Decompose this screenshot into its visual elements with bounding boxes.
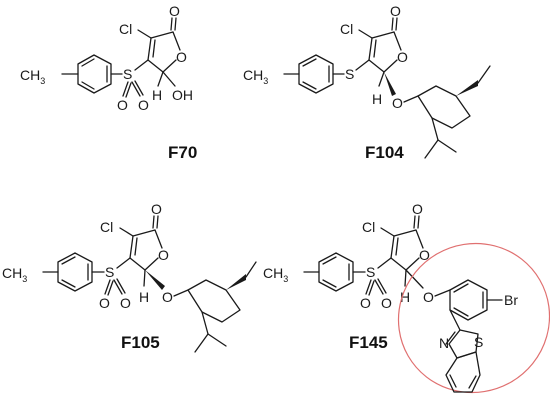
- carbonyl-oxygen: O: [151, 201, 162, 217]
- stereo-wedge: [145, 270, 165, 290]
- tolyl-ring: [57, 252, 93, 292]
- compound-label-f70: F70: [168, 143, 197, 162]
- compound-f105: CH3 S O O O O Cl H O F105: [2, 201, 257, 353]
- stereo-wedge: [384, 72, 396, 96]
- compound-label-f145: F145: [349, 333, 388, 352]
- sulfonyl-oxygen-2: O: [120, 295, 131, 311]
- hydrogen-label: H: [372, 91, 382, 107]
- sulfur-label: S: [366, 264, 375, 280]
- sulfonyl-oxygen-1: O: [360, 295, 371, 311]
- compound-f104: CH3 S O O Cl H O F104: [243, 3, 491, 162]
- ring-oxygen: O: [158, 247, 169, 263]
- carbonyl-oxygen: O: [169, 3, 180, 19]
- bromophenyl-ring: [449, 279, 488, 321]
- chlorine-label: Cl: [100, 219, 113, 235]
- sulfur-label: S: [105, 264, 114, 280]
- sulfur-label: S: [345, 66, 354, 82]
- hydrogen-label: H: [152, 87, 162, 103]
- chlorine-label: Cl: [340, 21, 353, 37]
- methyl-wedge: [226, 274, 246, 290]
- tolyl-ring: [318, 252, 354, 292]
- chlorine-label: Cl: [362, 219, 375, 235]
- chlorine-label: Cl: [119, 21, 132, 37]
- benzo-ring: [445, 351, 481, 393]
- hydrogen-label: H: [139, 289, 149, 305]
- ether-oxygen: O: [162, 289, 173, 305]
- carbonyl-oxygen: O: [412, 201, 423, 217]
- compound-label-f105: F105: [121, 333, 160, 352]
- hydroxyl-label: OH: [172, 87, 193, 103]
- methyl-label: CH3: [243, 67, 268, 86]
- sulfonyl-oxygen-1: O: [99, 295, 110, 311]
- tolyl-ring: [298, 54, 334, 94]
- methyl-wedge: [456, 80, 478, 96]
- ring-oxygen: O: [397, 49, 408, 65]
- tolyl-ring: [77, 54, 112, 94]
- hydrogen-label: H: [400, 289, 410, 305]
- ether-oxygen: O: [423, 289, 434, 305]
- sulfur-label: S: [123, 66, 132, 82]
- methyl-label: CH3: [20, 67, 45, 86]
- methyl-label: CH3: [263, 265, 288, 284]
- compound-f145: CH3 S O O O O Cl H O Br: [263, 201, 550, 394]
- sulfonyl-oxygen-2: O: [381, 295, 392, 311]
- thiazole-nitrogen: N: [439, 335, 449, 351]
- sulfonyl-oxygen-1: O: [117, 97, 128, 113]
- bromine-label: Br: [504, 292, 518, 308]
- carbonyl-oxygen: O: [390, 3, 401, 19]
- methyl-label: CH3: [2, 265, 27, 284]
- ring-oxygen: O: [419, 247, 430, 263]
- ring-oxygen: O: [176, 49, 187, 65]
- thiazole-sulfur: S: [474, 334, 483, 350]
- sulfonyl-oxygen-2: O: [138, 97, 149, 113]
- compound-f70: CH3 S O O O O Cl H OH F70: [20, 3, 197, 162]
- compound-label-f104: F104: [365, 143, 404, 162]
- ether-oxygen: O: [392, 95, 403, 111]
- highlight-ellipse: [397, 242, 550, 394]
